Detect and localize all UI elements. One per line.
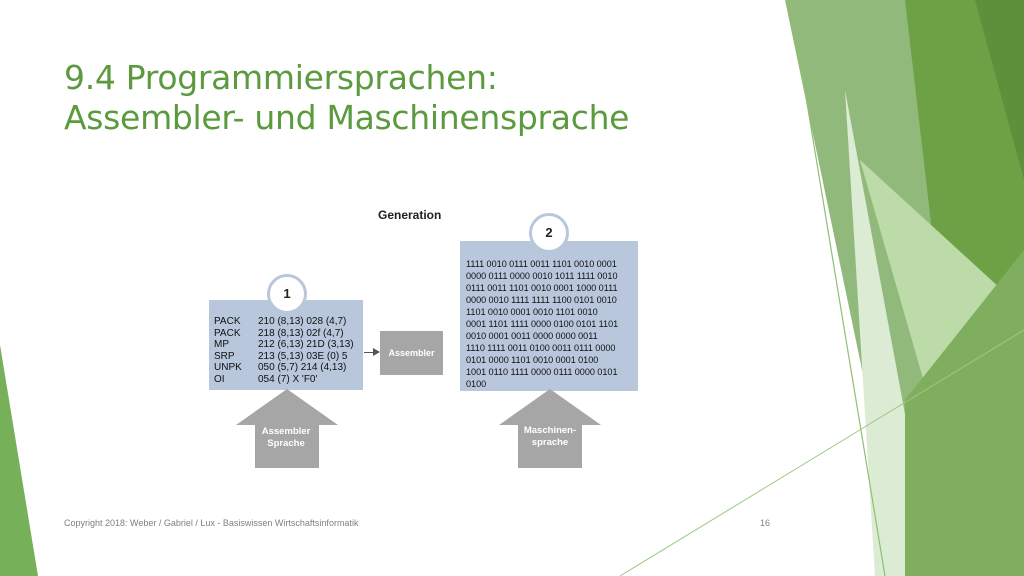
binary-line: 0111 0011 1101 0010 0001 1000 0111 <box>466 283 618 293</box>
binary-line: 0101 0000 1101 0010 0001 0100 <box>466 355 599 365</box>
assembler-code-listing: PACK 210 (8,13) 028 (4,7) PACK 218 (8,13) 0… <box>214 316 354 385</box>
code-operands: 213 (5,13) 03E (0) 5 <box>258 350 348 362</box>
assembler-process-box: Assembler <box>380 331 443 375</box>
page-number: 16 <box>760 518 771 528</box>
flow-arrow-head <box>373 348 380 356</box>
binary-line: 0001 1101 1111 0000 0100 0101 1101 <box>466 319 619 329</box>
machine-language-label: Maschinen- sprache <box>523 425 577 448</box>
copyright-footer: Copyright 2018: Weber / Gabriel / Lux - … <box>64 518 359 528</box>
code-operands: 050 (5,7) 214 (4,13) <box>258 362 347 373</box>
code-line: SRP 213 (5,13) 03E (0) 5 <box>214 351 354 363</box>
binary-line: 0000 0010 1111 1111 1100 0101 0010 <box>466 295 617 305</box>
generation-1-badge: 1 <box>267 274 307 314</box>
machine-code-box <box>460 241 638 391</box>
binary-line: 1001 0110 1111 0000 0111 0000 0101 <box>466 367 618 377</box>
machine-code-listing: 1111 0010 0111 0011 1101 0010 0001 0000 0… <box>466 258 638 390</box>
title-line-2: Assembler- und Maschinensprache <box>64 98 630 137</box>
assembler-code-box <box>209 300 363 390</box>
code-mnemonic: OI <box>214 373 225 385</box>
code-line: UNPK 050 (5,7) 214 (4,13) <box>214 362 354 374</box>
assembler-language-arrow <box>236 389 338 468</box>
flow-arrow-line <box>364 352 375 353</box>
binary-line: 0010 0001 0011 0000 0000 0011 <box>466 331 598 341</box>
binary-line: 0000 0111 0000 0010 1011 1111 0010 <box>466 271 618 281</box>
code-mnemonic: MP <box>214 339 229 350</box>
code-line: MP 212 (6,13) 21D (3,13) <box>214 339 354 351</box>
code-mnemonic: SRP <box>214 350 235 362</box>
binary-line: 1110 1111 0011 0100 0011 0111 0000 <box>466 343 616 353</box>
code-mnemonic: UNPK <box>214 362 242 373</box>
binary-line: 0100 <box>466 379 487 389</box>
title-line-1: 9.4 Programmiersprachen: <box>64 58 498 97</box>
generation-2-badge: 2 <box>529 213 569 253</box>
binary-line: 1111 0010 0111 0011 1101 0010 0001 <box>466 259 617 269</box>
machine-language-arrow <box>499 389 601 468</box>
slide-title: 9.4 Programmiersprachen: Assembler- und … <box>64 58 764 138</box>
assembler-language-label: Assembler Sprache <box>261 426 311 449</box>
code-operands: 210 (8,13) 028 (4,7) <box>258 316 347 327</box>
code-mnemonic: PACK <box>214 316 241 327</box>
code-operands: 054 (7) X 'F0' <box>258 373 318 385</box>
code-line: OI 054 (7) X 'F0' <box>214 374 354 386</box>
generation-label: Generation <box>378 208 442 222</box>
binary-line: 1101 0010 0001 0010 1101 0010 <box>466 307 598 317</box>
code-operands: 212 (6,13) 21D (3,13) <box>258 339 354 350</box>
code-operands: 218 (8,13) 02f (4,7) <box>258 327 344 339</box>
code-mnemonic: PACK <box>214 327 241 339</box>
code-line: PACK 218 (8,13) 02f (4,7) <box>214 328 354 340</box>
code-line: PACK 210 (8,13) 028 (4,7) <box>214 316 354 328</box>
